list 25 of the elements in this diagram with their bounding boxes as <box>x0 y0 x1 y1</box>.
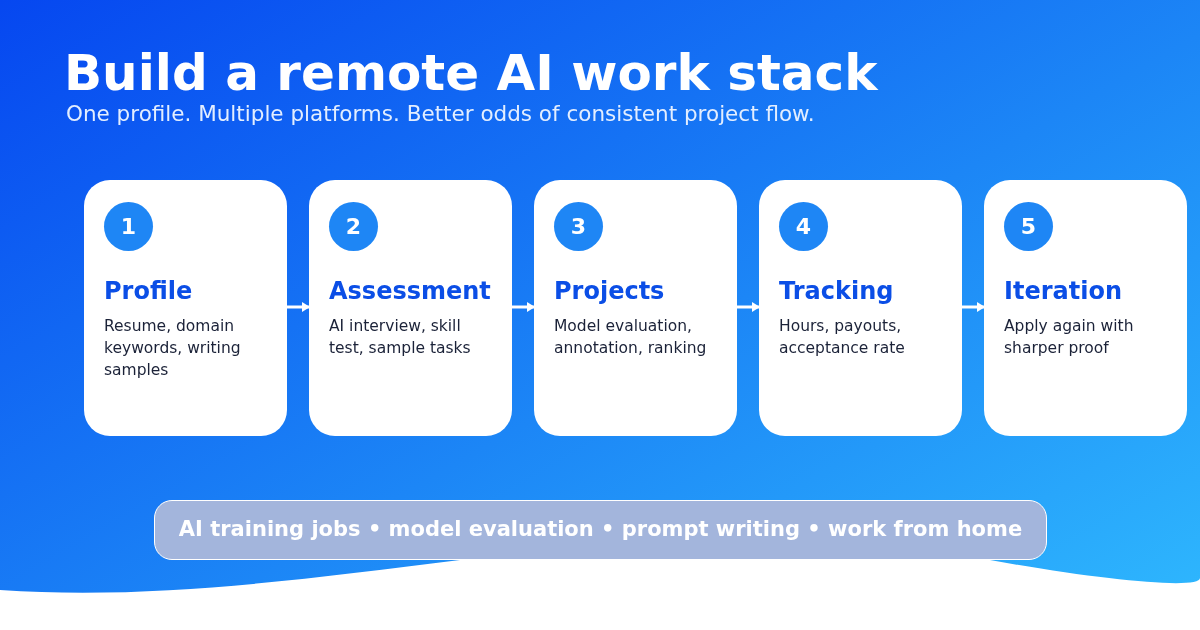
step-number: 1 <box>104 202 153 251</box>
step-number: 5 <box>1004 202 1053 251</box>
step-card <box>759 180 962 436</box>
step-heading: Assessment <box>329 277 492 305</box>
step-description: Resume, domain keywords, writing samples <box>104 316 242 381</box>
step-card <box>534 180 737 436</box>
step-heading: Profile <box>104 277 194 305</box>
step-number: 3 <box>554 202 603 251</box>
step-number: 2 <box>329 202 378 251</box>
arrow <box>962 302 985 312</box>
step-card <box>309 180 512 436</box>
step-description: Model evaluation, annotation, ranking <box>554 316 708 359</box>
step-number: 4 <box>779 202 828 251</box>
step-description: Apply again with sharper proof <box>1004 316 1135 359</box>
step-heading: Projects <box>554 277 666 305</box>
step-description: Hours, payouts, acceptance rate <box>779 316 906 359</box>
arrow <box>287 302 310 312</box>
step-heading: Tracking <box>779 277 895 305</box>
tag-banner: AI training jobs • model evaluation • prompt writing • work from home <box>154 500 1047 560</box>
arrow <box>512 302 535 312</box>
step-description: AI interview, skill test, sample tasks <box>329 316 472 359</box>
arrow <box>737 302 760 312</box>
step-card <box>984 180 1187 436</box>
step-heading: Iteration <box>1004 277 1123 305</box>
step-card <box>84 180 287 436</box>
